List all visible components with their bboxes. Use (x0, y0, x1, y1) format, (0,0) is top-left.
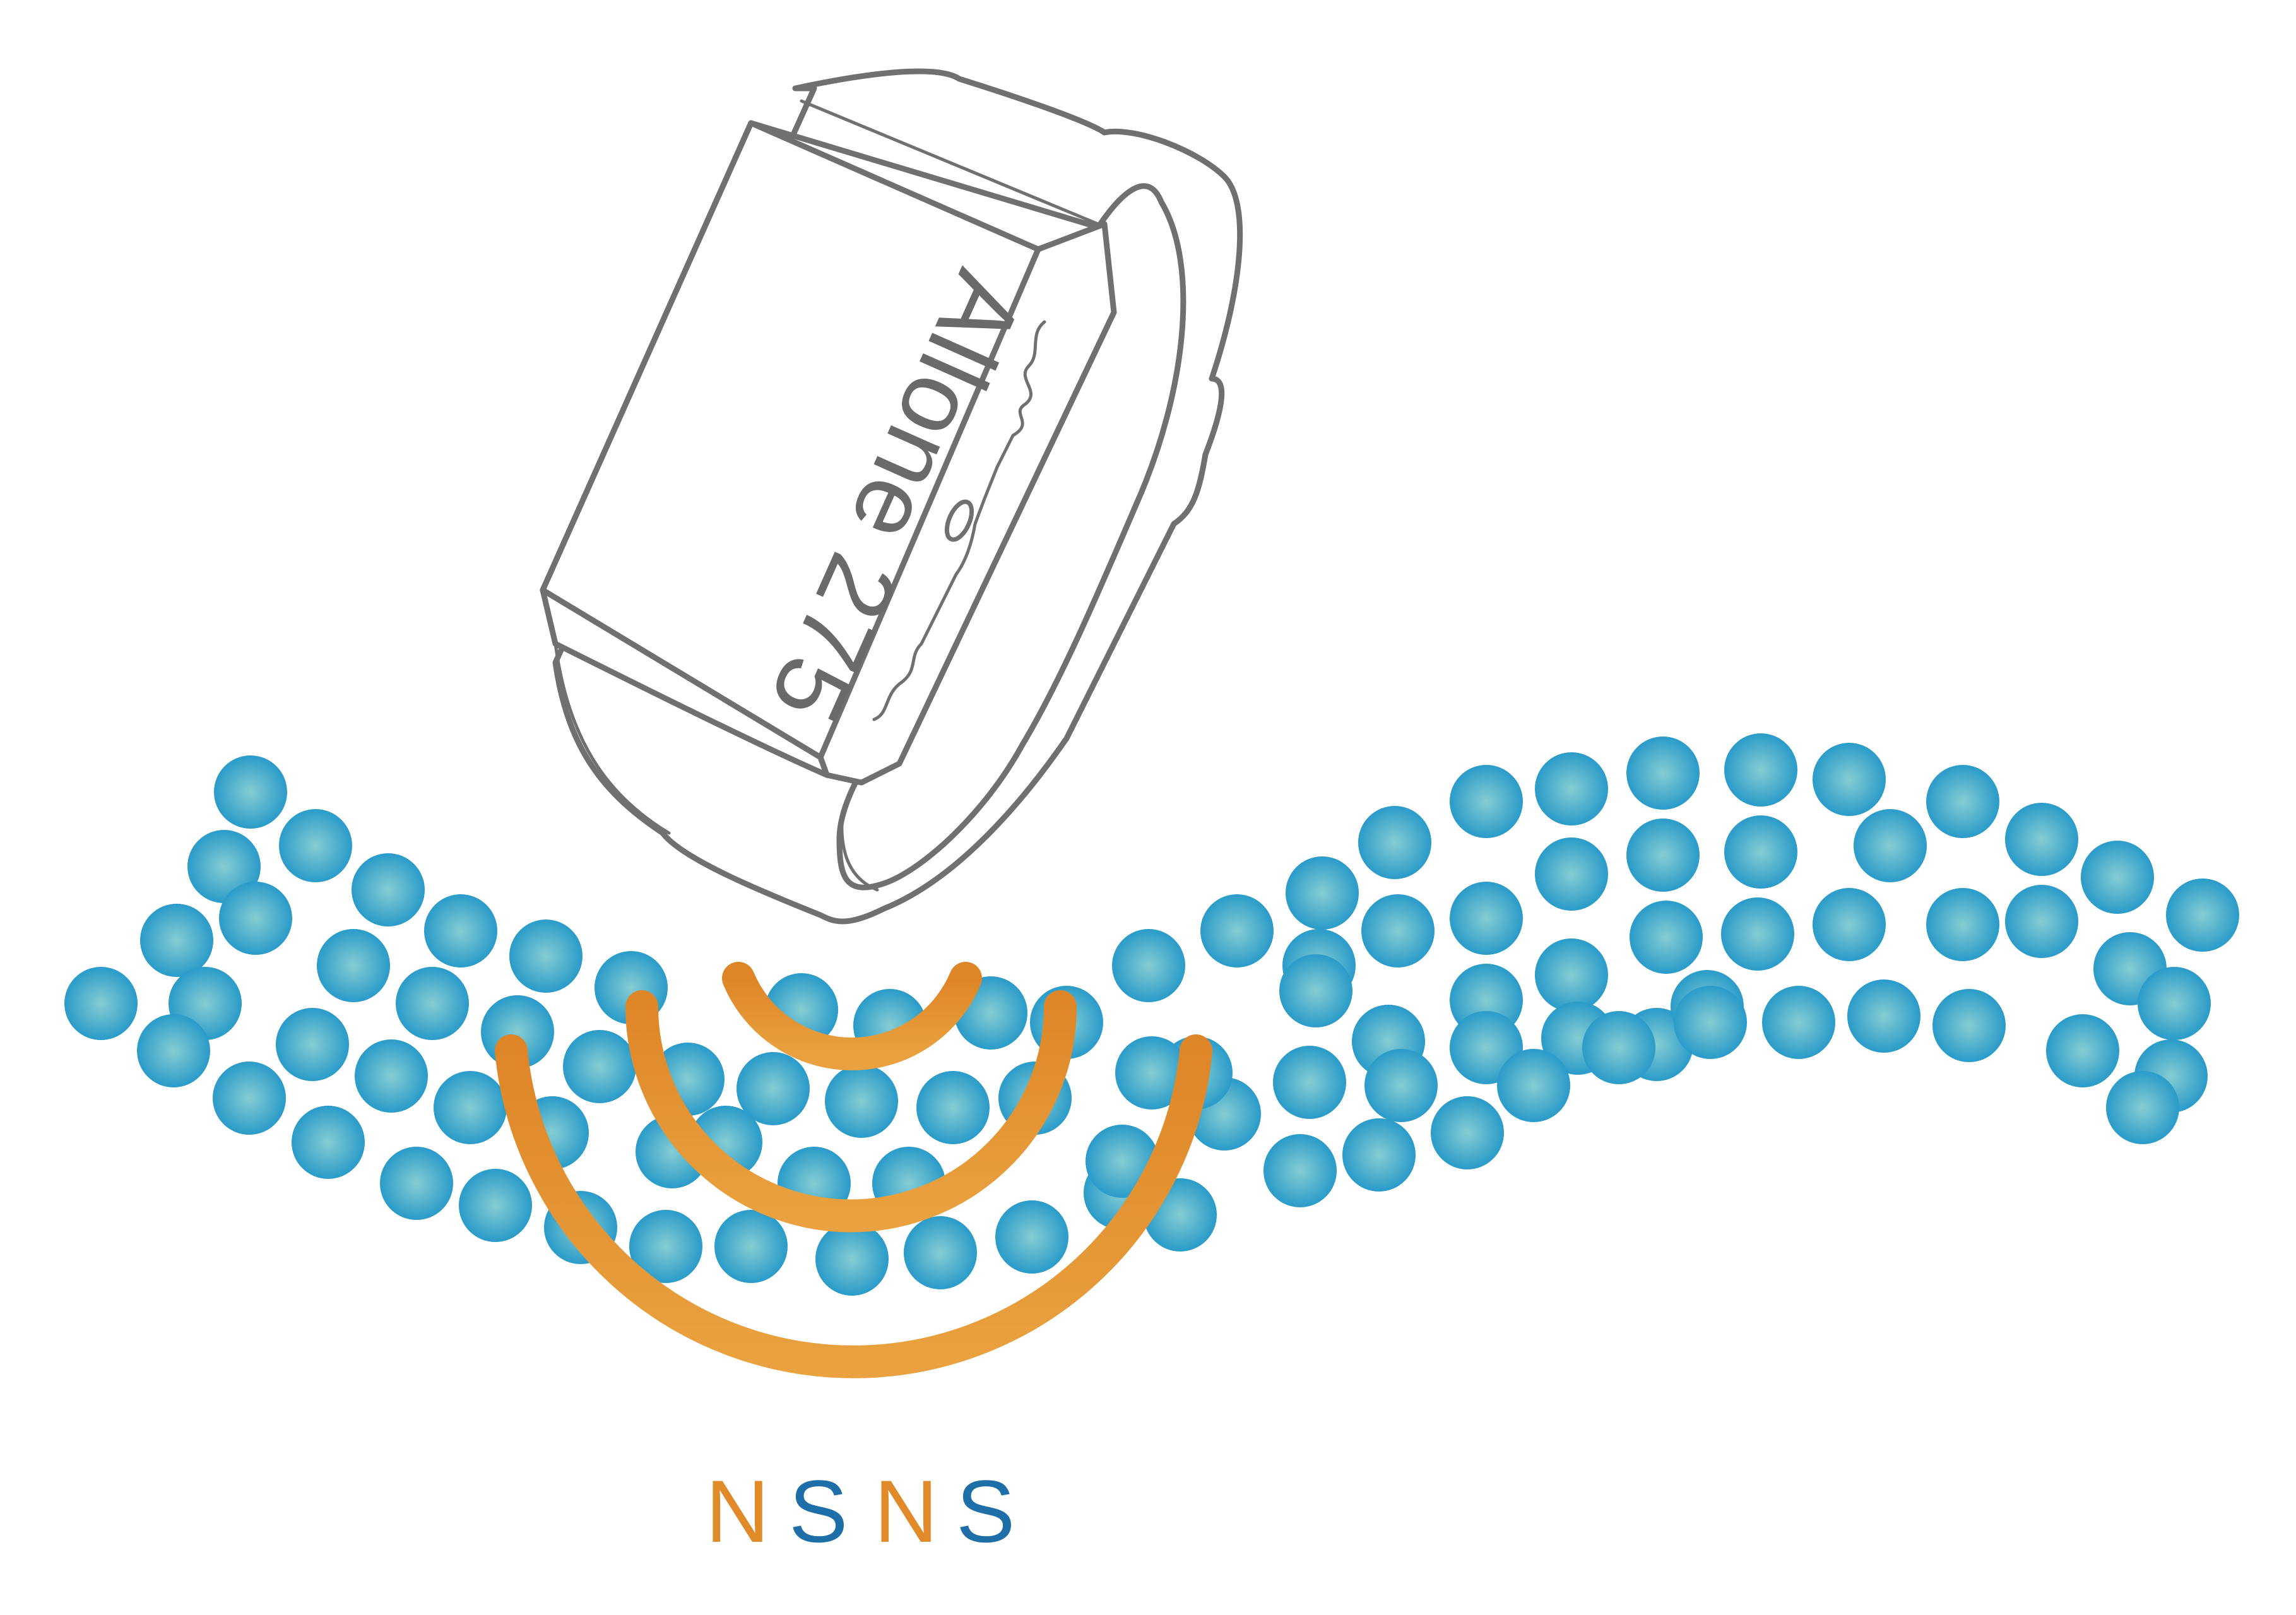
particle (1431, 1096, 1504, 1169)
field-arc-middle (625, 990, 1077, 1233)
device-illustration: Allone 275 (540, 68, 1243, 925)
particle (355, 1039, 428, 1113)
particle (1721, 897, 1794, 971)
particle (1279, 954, 1352, 1027)
field-arc-outer (495, 1034, 1212, 1378)
particle (424, 894, 497, 967)
particle (629, 1210, 702, 1283)
particle (1112, 929, 1185, 1002)
particle (2106, 1071, 2179, 1144)
particle (2005, 885, 2078, 958)
particle (1115, 1036, 1188, 1109)
particle (140, 904, 213, 977)
particle (1200, 894, 1274, 967)
particle (1263, 1134, 1337, 1207)
particle (1361, 894, 1435, 967)
particle (1364, 1049, 1438, 1122)
particle (1450, 882, 1523, 955)
particle (219, 882, 292, 955)
device-front-lip (540, 587, 830, 778)
particle (1342, 1118, 1416, 1192)
particle (995, 1200, 1068, 1274)
particle (1535, 938, 1608, 1012)
magnetic-field-arcs (495, 962, 1212, 1378)
particle (1286, 856, 1359, 930)
particle (2166, 878, 2239, 952)
particle (904, 1216, 977, 1289)
pole-label-4: S (956, 1462, 1015, 1561)
pole-labels: N S N S (706, 1462, 1015, 1561)
particle (434, 1071, 507, 1144)
particle (1762, 986, 1835, 1059)
particle (563, 1030, 636, 1103)
particle (737, 1052, 810, 1125)
particle (2046, 1014, 2119, 1087)
particle (1854, 809, 1927, 882)
particle (459, 1169, 532, 1242)
particle (276, 1008, 349, 1081)
particle (279, 809, 352, 882)
particle (1926, 888, 1999, 961)
particle (1273, 1046, 1346, 1119)
particle (396, 967, 469, 1040)
particle (1535, 752, 1608, 825)
particle (317, 929, 390, 1002)
particle (1582, 1011, 1655, 1084)
particle (509, 920, 583, 993)
particle (825, 1065, 898, 1138)
particle (1626, 737, 1700, 810)
particle (137, 1014, 210, 1087)
particle (1630, 901, 1703, 974)
particle (1674, 986, 1747, 1059)
particle (1813, 888, 1886, 961)
particle (916, 1071, 990, 1144)
particle (1724, 815, 1797, 889)
particle (352, 853, 425, 926)
field-arc-inner (722, 962, 982, 1070)
particle (714, 1210, 788, 1283)
particle (1813, 743, 1886, 816)
particle (1932, 989, 2006, 1062)
particle (2081, 841, 2154, 914)
particle (1724, 733, 1797, 807)
pole-label-2: S (789, 1462, 848, 1561)
particle (214, 755, 287, 829)
pole-label-3: N (874, 1462, 938, 1561)
pole-label-1: N (706, 1462, 769, 1561)
particle (380, 1147, 453, 1220)
particle (64, 967, 138, 1040)
particle (1450, 765, 1523, 838)
device-edge (553, 642, 671, 835)
particle (1497, 1049, 1570, 1122)
particle (1535, 837, 1608, 911)
spiral-wave-icon (872, 320, 1046, 721)
particle (1626, 819, 1700, 892)
particle (1358, 806, 1431, 879)
particle (815, 1222, 889, 1296)
device-edge (800, 99, 1100, 226)
particle (292, 1106, 365, 1179)
particle (2138, 967, 2211, 1040)
particle (2005, 803, 2078, 876)
particle (1847, 979, 1920, 1053)
particle (213, 1062, 286, 1135)
particle (1926, 765, 1999, 838)
device-edge (840, 809, 879, 892)
particle-field (64, 733, 2239, 1296)
